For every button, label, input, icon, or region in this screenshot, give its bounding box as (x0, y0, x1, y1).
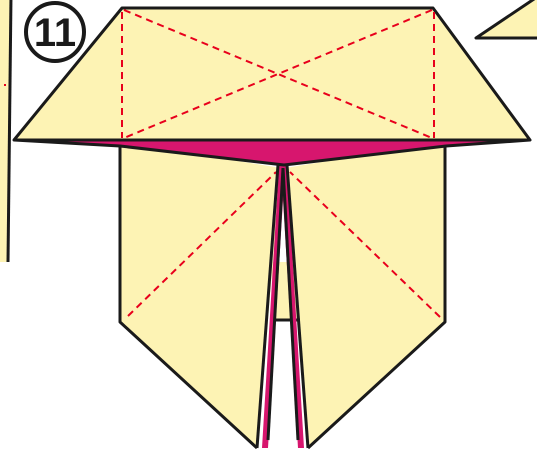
step-number-badge: 11 (24, 1, 86, 63)
top-flap-outline (12, 6, 532, 142)
top-flap-paper (14, 8, 530, 140)
centre-slit (255, 164, 310, 449)
top-diagonal-fold-b (123, 9, 433, 139)
top-trapezoid-flap (12, 6, 532, 142)
lower-right-diagonal-fold (289, 171, 441, 318)
previous-step-fragment (0, 0, 13, 263)
lower-right-flap-outline (306, 142, 447, 450)
colored-band-lower-edge (13, 138, 531, 167)
colored-band (13, 138, 531, 167)
step-number: 11 (34, 11, 76, 55)
centre-slit-colored-edge (262, 166, 304, 448)
top-diagonal-fold-a (123, 9, 433, 139)
lower-left-flap (118, 142, 281, 450)
lower-left-flap-outline (118, 142, 259, 450)
step-badge-circle (24, 1, 86, 63)
lower-left-flap-paper (120, 142, 281, 448)
next-step-edge (474, 0, 537, 40)
centre-slit-left-edge (255, 164, 280, 449)
lower-right-flap-paper (285, 142, 445, 448)
lower-right-flap (285, 142, 447, 450)
centre-slit-inner-right-edge (281, 167, 300, 441)
centre-slit-inner-left-edge (266, 167, 285, 441)
centre-slit-right-edge (285, 164, 310, 449)
lower-left-diagonal-fold (127, 171, 277, 317)
next-step-fragment (474, 0, 537, 40)
colored-band-shape (14, 140, 530, 165)
previous-step-edge (6, 0, 13, 263)
